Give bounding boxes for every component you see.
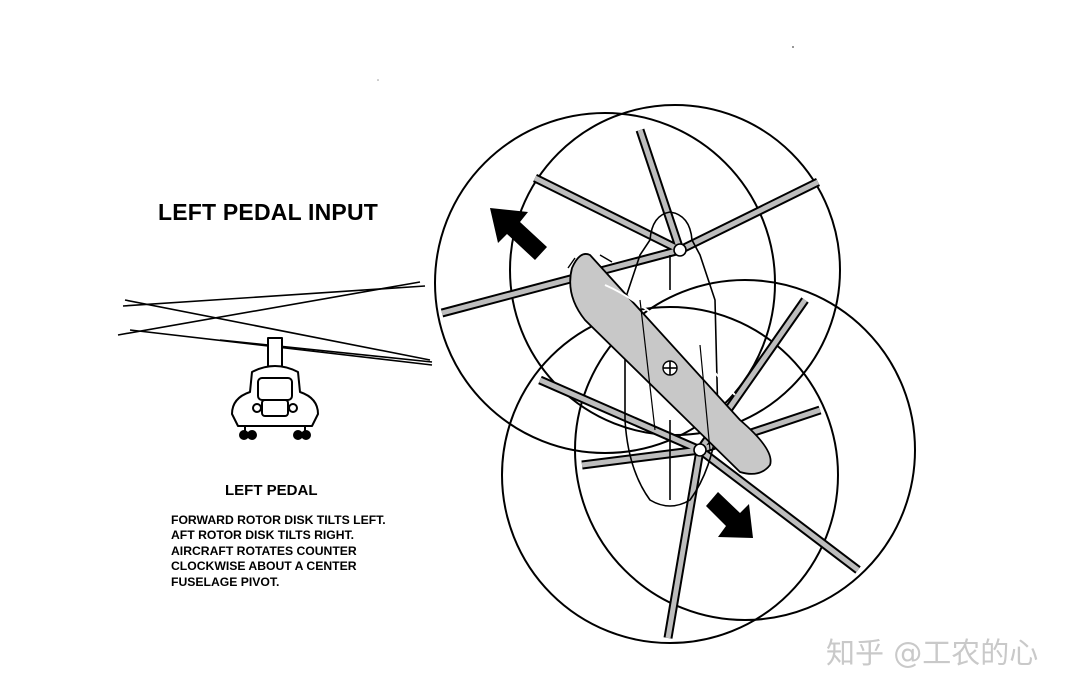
front-view-helicopter bbox=[117, 281, 433, 440]
forward-rotor bbox=[434, 104, 841, 454]
front-view-rotor-blades bbox=[117, 281, 433, 366]
watermark: 知乎 @工农的心 bbox=[826, 636, 1039, 670]
front-view-wheel bbox=[293, 430, 303, 440]
forward-tilt-arrow-icon bbox=[490, 208, 547, 260]
aft-rotor-disk bbox=[501, 306, 839, 644]
caption-line: FUSELAGE PIVOT. bbox=[171, 574, 280, 589]
diagram-heading: LEFT PEDAL INPUT bbox=[158, 199, 379, 225]
aft-tilt-arrow-icon bbox=[706, 492, 753, 538]
fuselage-reference-outline bbox=[624, 211, 719, 507]
front-view-mast bbox=[267, 337, 283, 369]
center-pivot-icon bbox=[662, 360, 678, 376]
aft-rotor-disk-tilted bbox=[574, 279, 916, 621]
front-view-wheel bbox=[301, 430, 311, 440]
front-view-wheel bbox=[247, 430, 257, 440]
caption-line: CLOCKWISE ABOUT A CENTER bbox=[171, 559, 357, 574]
front-view-wheel bbox=[239, 430, 249, 440]
caption-line: FORWARD ROTOR DISK TILTS LEFT. bbox=[171, 513, 386, 527]
caption-line: AFT ROTOR DISK TILTS RIGHT. bbox=[171, 528, 355, 543]
caption-description: FORWARD ROTOR DISK TILTS LEFT. AFT ROTOR… bbox=[171, 513, 386, 590]
caption-title: LEFT PEDAL bbox=[225, 482, 318, 499]
aft-rotor-hub bbox=[693, 443, 707, 457]
caption-line: AIRCRAFT ROTATES COUNTER bbox=[171, 543, 357, 558]
forward-rotor-hub bbox=[673, 243, 687, 257]
